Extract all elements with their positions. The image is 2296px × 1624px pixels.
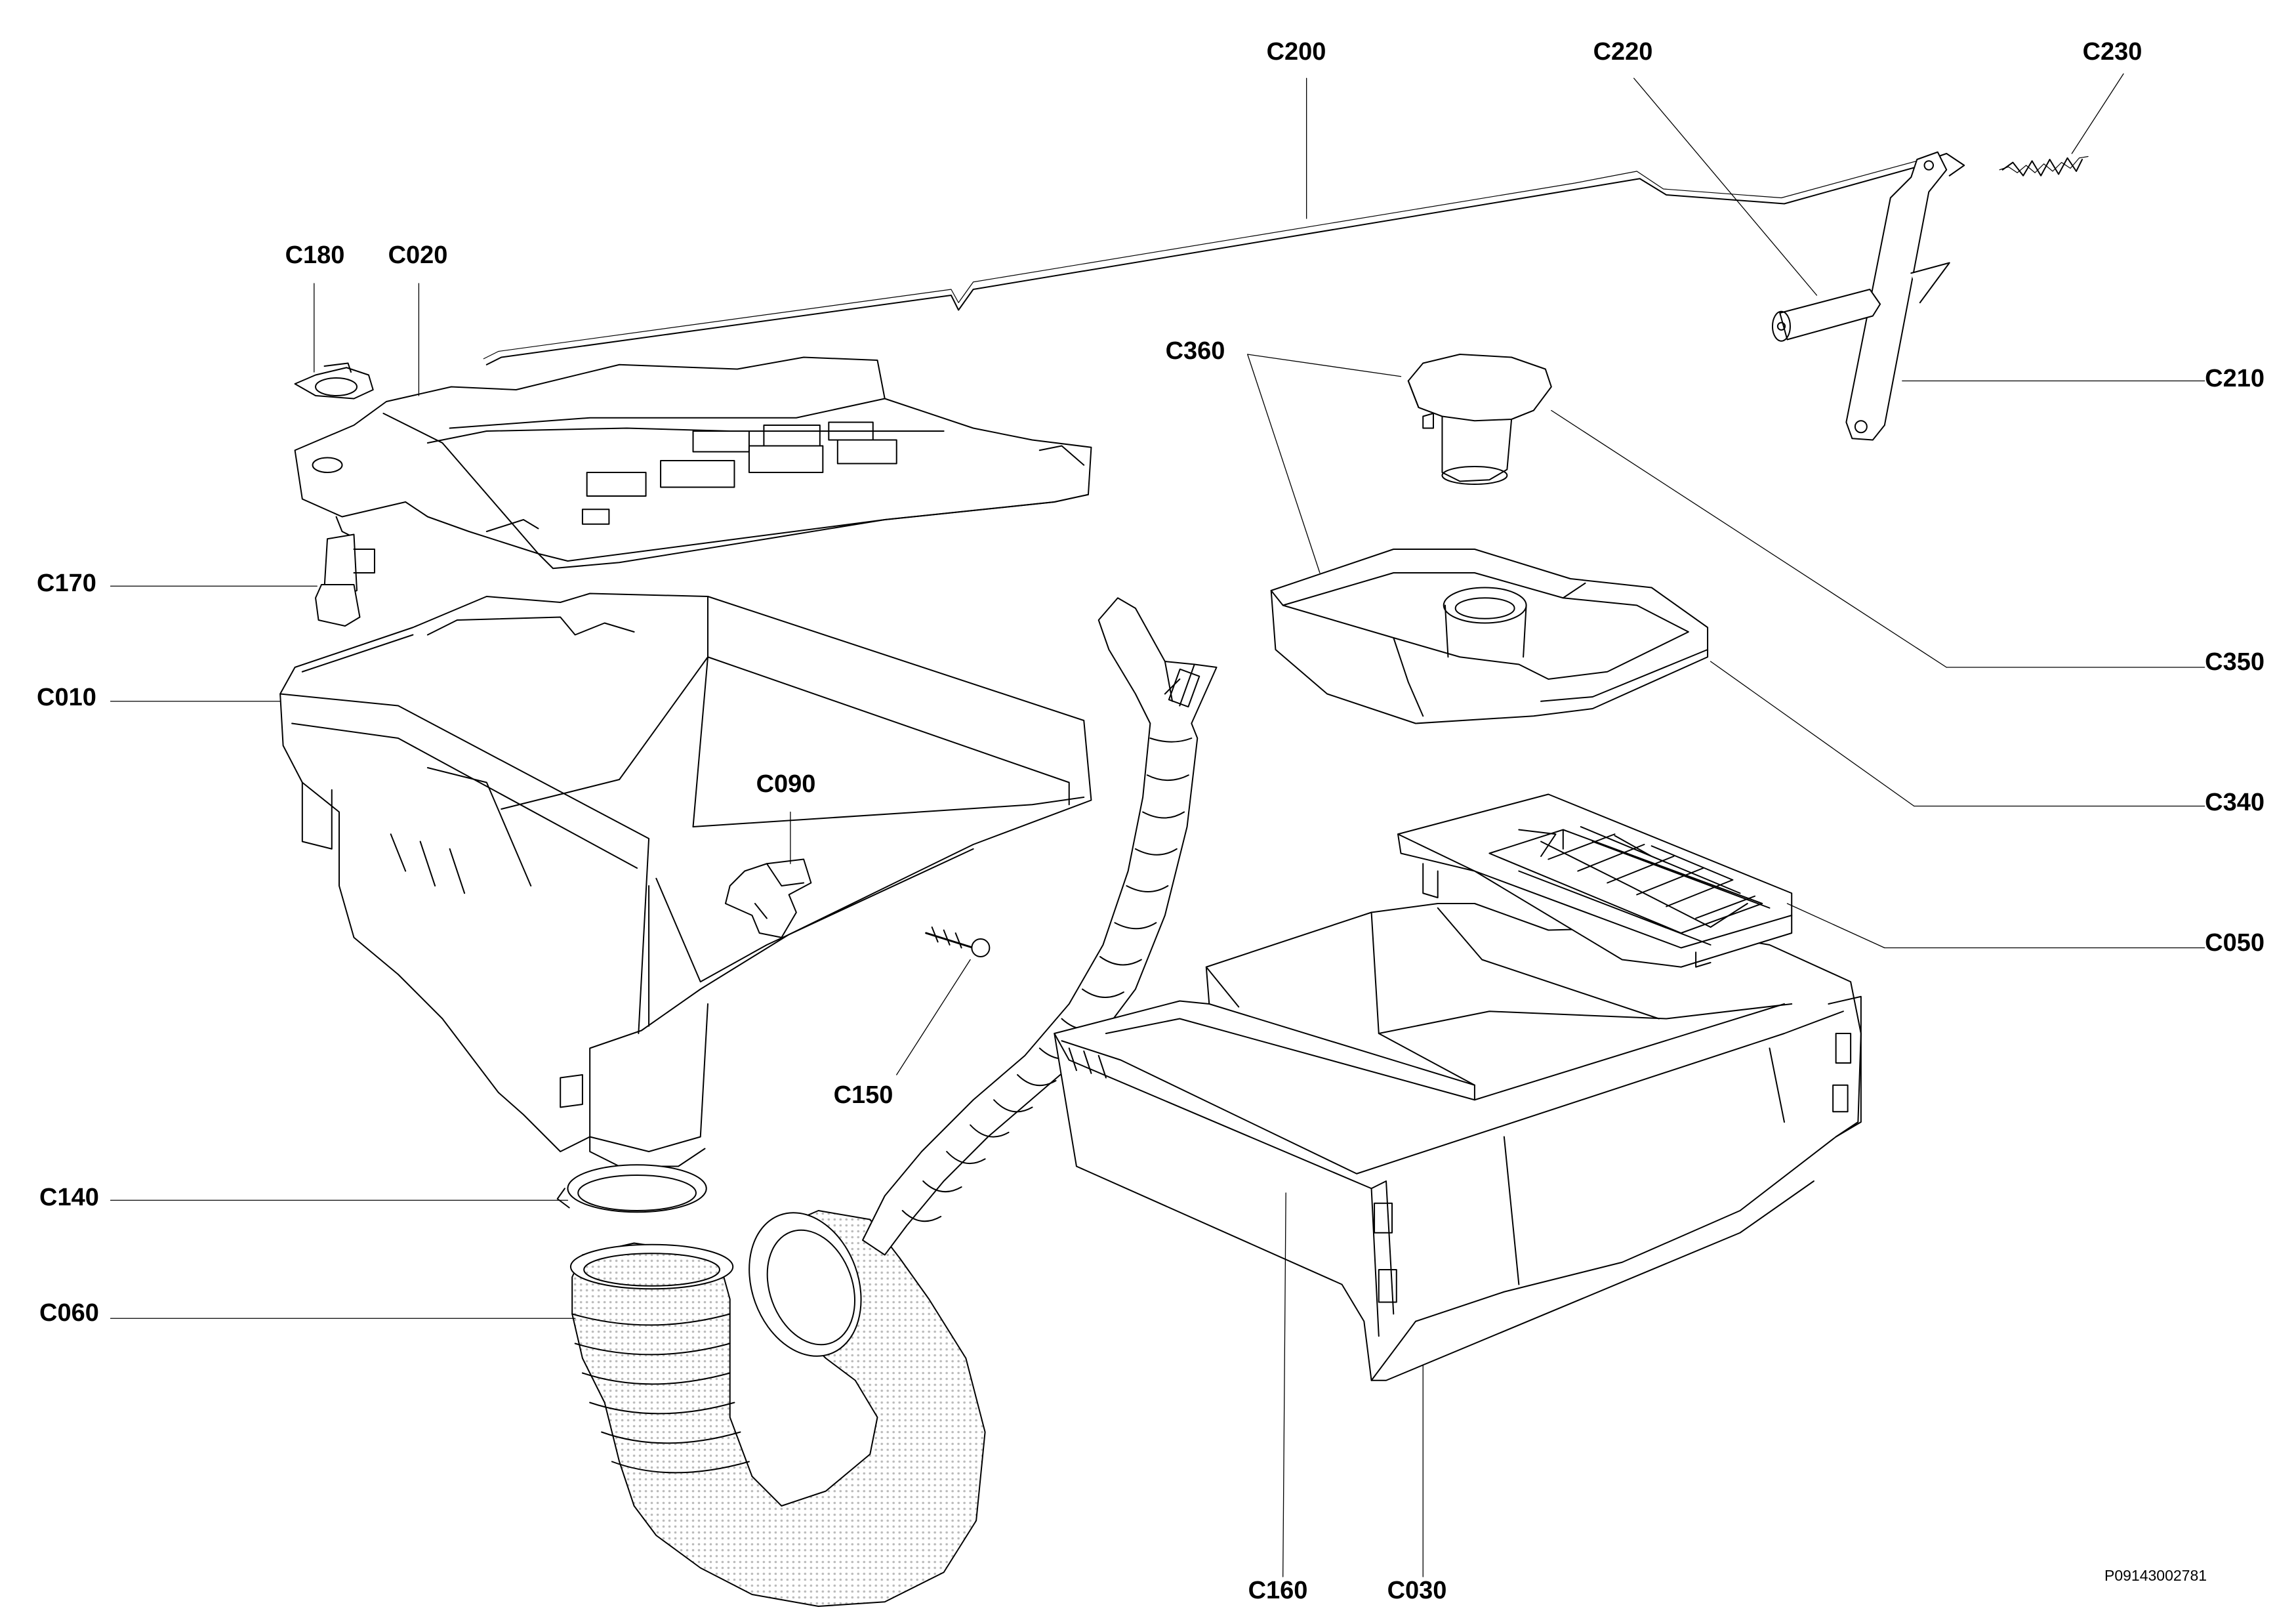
- label-c180: C180: [285, 241, 345, 269]
- label-c160: C160: [1248, 1577, 1308, 1604]
- screw-c150: [926, 927, 990, 957]
- cover-c020: [295, 358, 1092, 569]
- housing-c010: [280, 594, 1091, 1167]
- label-c220: C220: [1593, 38, 1653, 66]
- label-c360: C360: [1165, 337, 1225, 365]
- spring-c230: [1999, 157, 2088, 176]
- drawing-number: P09143002781: [2104, 1567, 2207, 1584]
- label-c170: C170: [37, 570, 96, 597]
- label-c020: C020: [388, 241, 448, 269]
- drawer-c030: [1054, 904, 1861, 1381]
- clamp-ring-c140: [558, 1165, 707, 1212]
- label-c010: C010: [37, 684, 96, 711]
- grid-insert-c050: [1398, 795, 1792, 967]
- label-c140: C140: [39, 1184, 99, 1211]
- operating-rod-c200: [483, 154, 1964, 365]
- knob-c350: [1408, 354, 1551, 484]
- label-c350: C350: [2205, 648, 2265, 676]
- label-c030: C030: [1387, 1577, 1447, 1604]
- drain-hose: [863, 598, 1216, 1255]
- label-c200: C200: [1266, 38, 1326, 66]
- lever-c210: [1846, 152, 1949, 440]
- clip-c180: [295, 364, 373, 399]
- label-c210: C210: [2205, 365, 2265, 392]
- tray-c340: [1271, 549, 1708, 724]
- leader-lines: [111, 74, 2205, 1577]
- pin-c220: [1773, 289, 1880, 341]
- label-c090: C090: [756, 770, 816, 798]
- label-c150: C150: [833, 1081, 893, 1109]
- label-c050: C050: [2205, 929, 2265, 957]
- label-c230: C230: [2082, 38, 2142, 66]
- connector-c090: [726, 860, 811, 938]
- label-c340: C340: [2205, 789, 2265, 816]
- bellows-hose-c060: [571, 1197, 985, 1606]
- valve-c170: [316, 517, 375, 627]
- label-c060: C060: [39, 1299, 99, 1327]
